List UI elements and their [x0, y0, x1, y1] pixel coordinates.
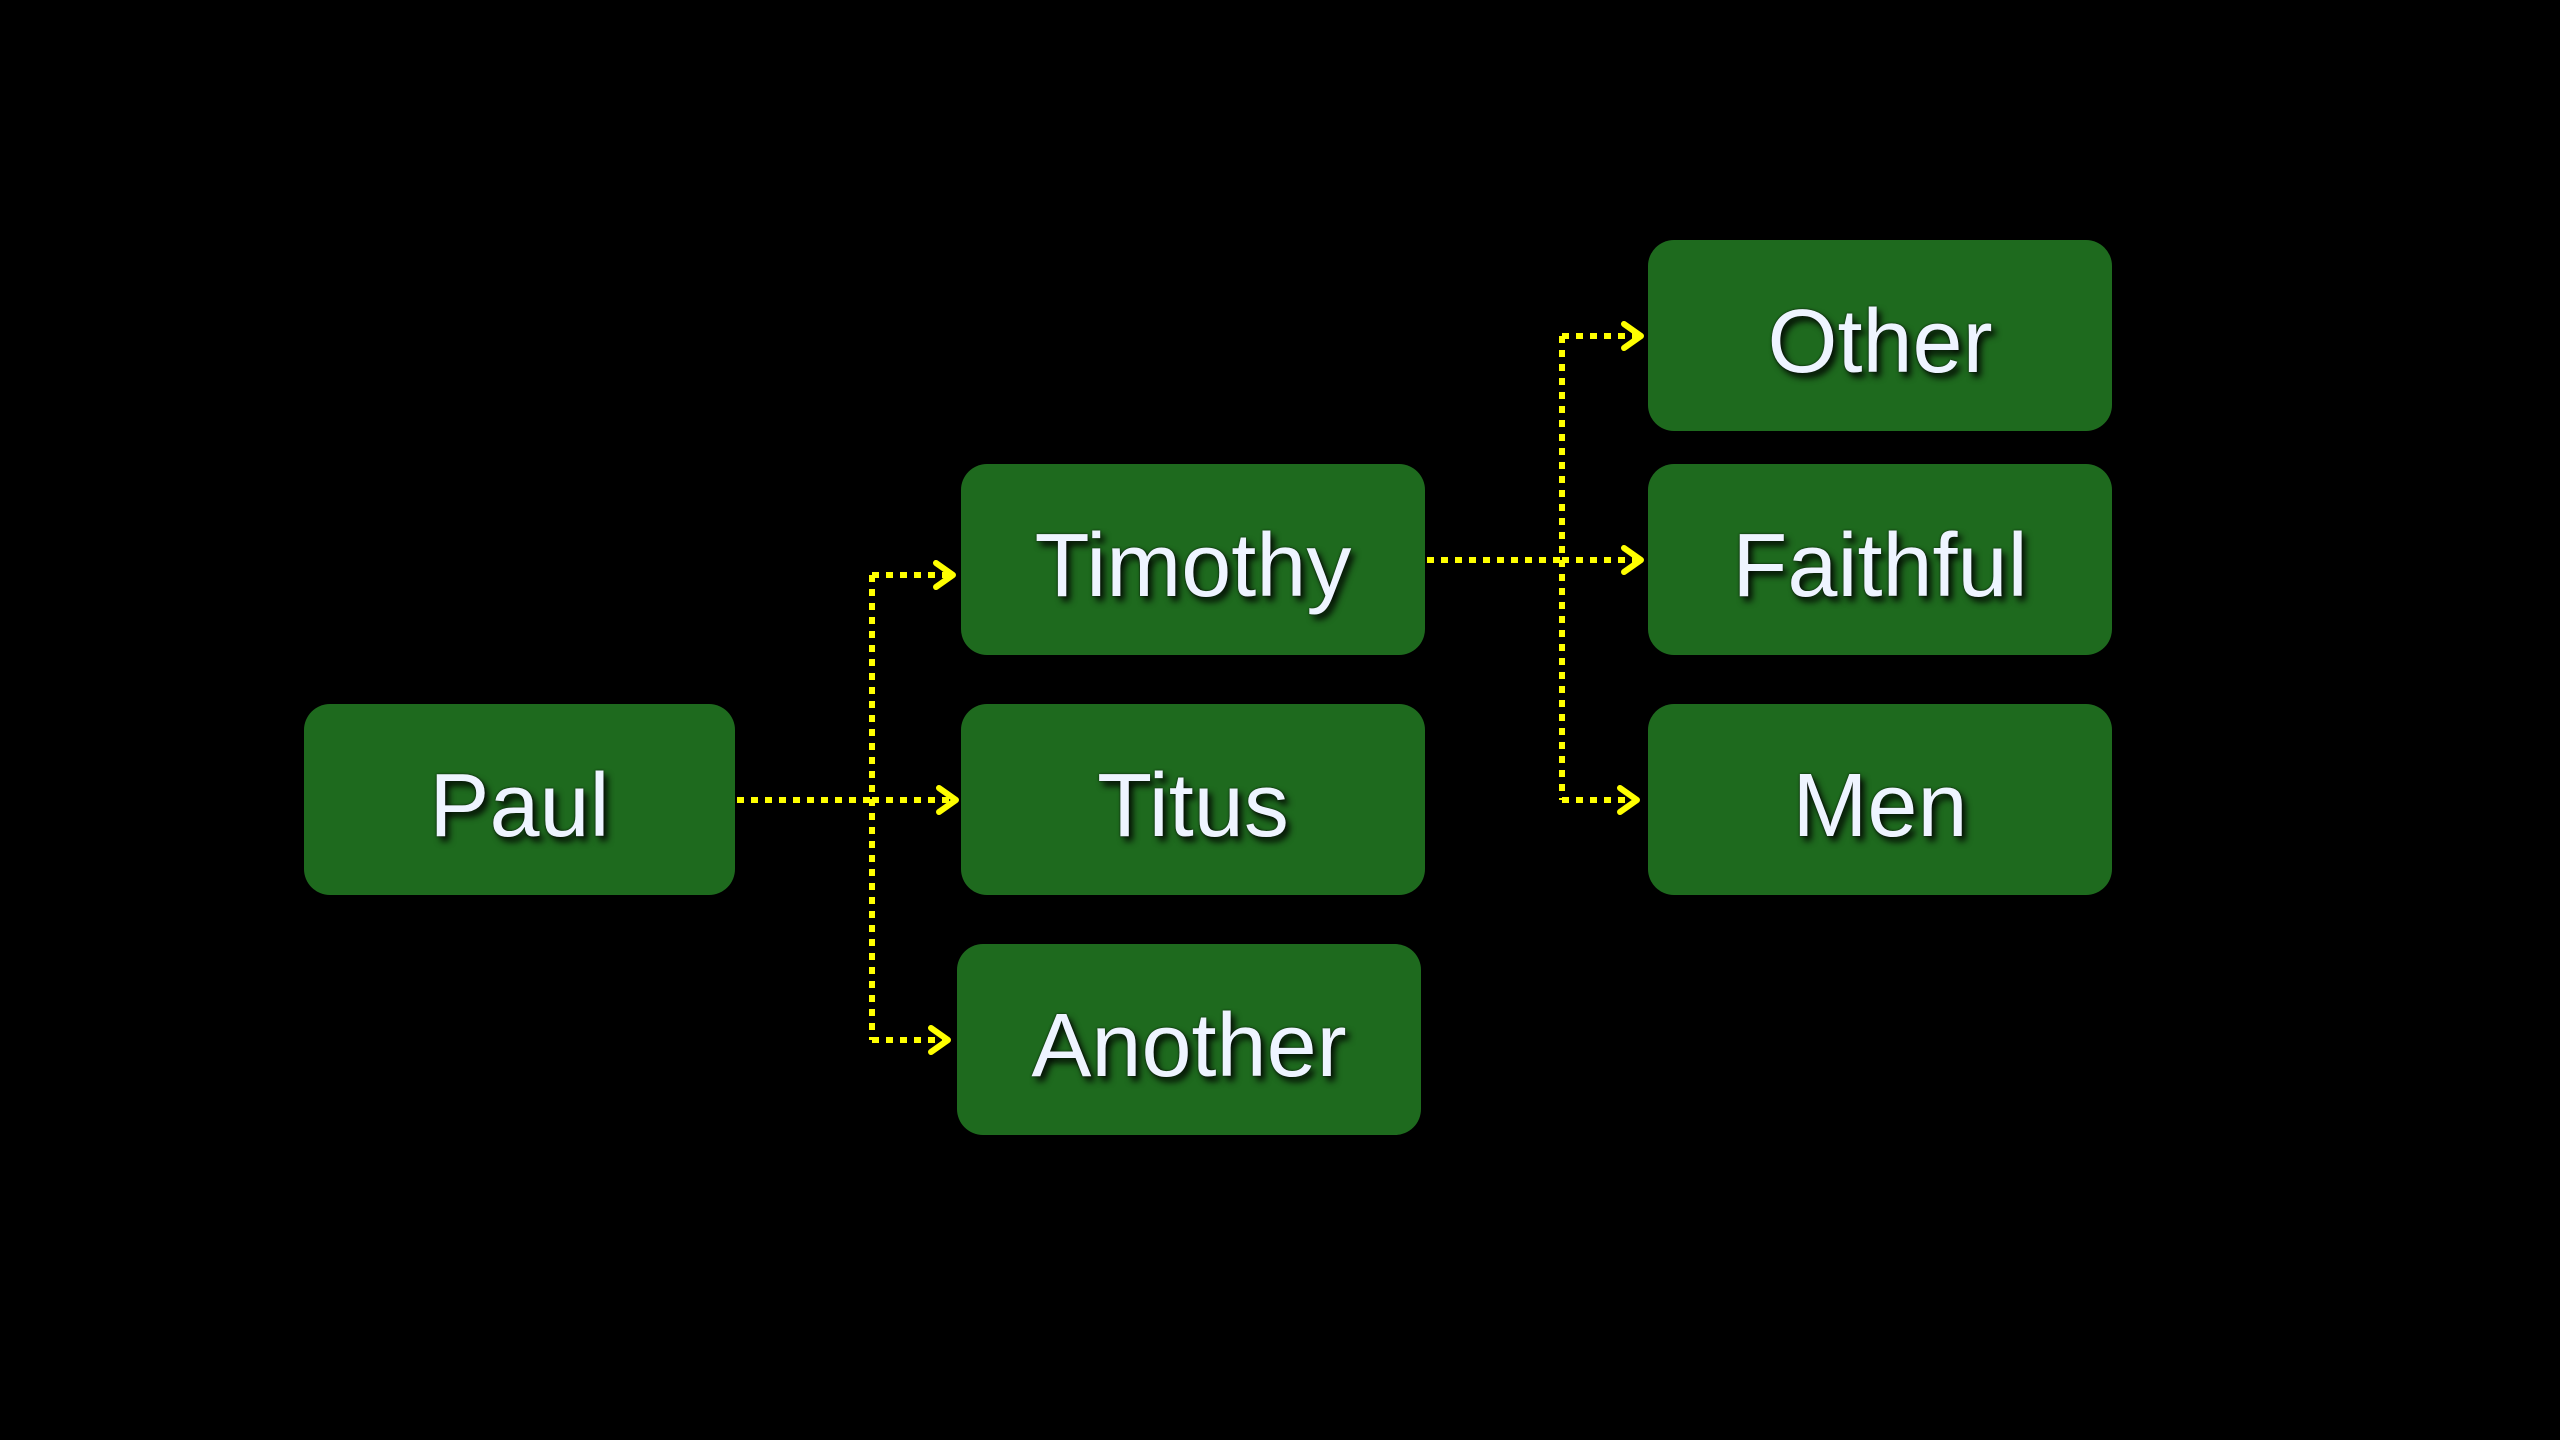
node-other: Other: [1648, 240, 2112, 431]
node-label-paul: Paul: [429, 755, 610, 856]
arrowhead-other: [1621, 321, 1644, 351]
arrowhead-another: [928, 1025, 951, 1055]
node-label-titus: Titus: [1097, 755, 1289, 856]
node-label-other: Other: [1767, 291, 1993, 392]
node-label-another: Another: [1031, 995, 1347, 1096]
arrowhead-men: [1617, 785, 1640, 815]
node-men: Men: [1648, 704, 2112, 895]
arrowhead-timothy: [933, 560, 956, 590]
node-timothy: Timothy: [961, 464, 1425, 655]
node-paul: Paul: [304, 704, 735, 895]
node-label-men: Men: [1792, 755, 1968, 856]
arrowhead-faithful: [1621, 545, 1644, 575]
node-label-timothy: Timothy: [1034, 515, 1352, 616]
node-another: Another: [957, 944, 1421, 1135]
arrowhead-titus: [936, 785, 959, 815]
node-faithful: Faithful: [1648, 464, 2112, 655]
node-label-faithful: Faithful: [1732, 515, 2028, 616]
node-titus: Titus: [961, 704, 1425, 895]
